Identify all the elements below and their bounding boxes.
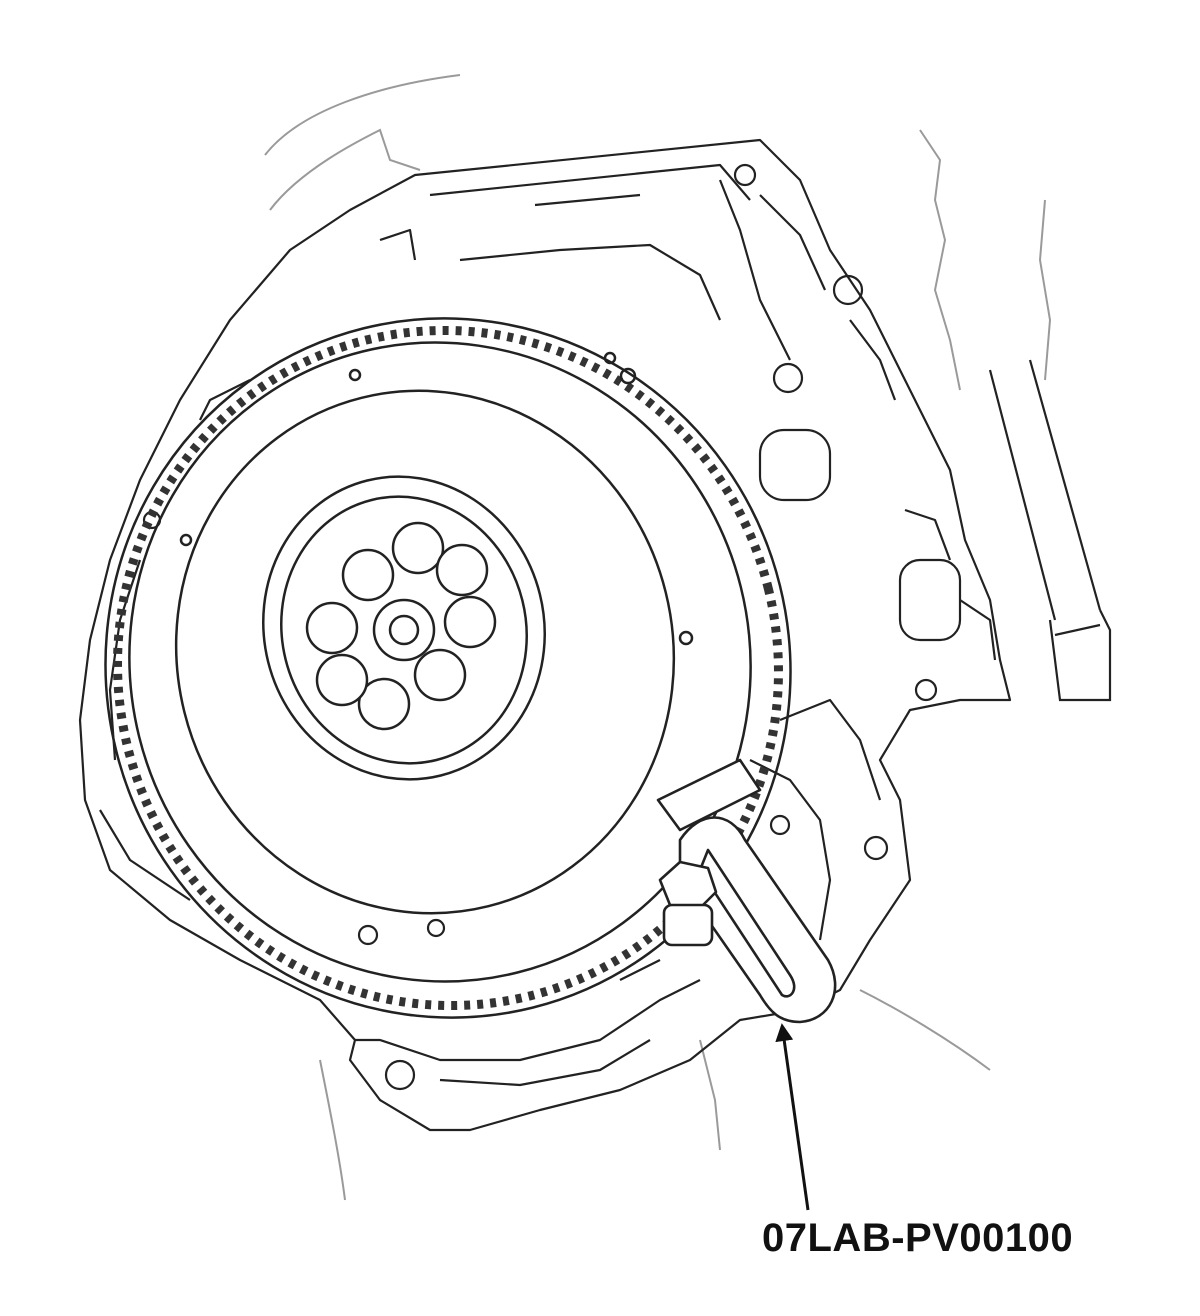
- bolt-head: [435, 543, 489, 597]
- background-engine-outline: [264, 74, 1052, 1201]
- bolt-head: [413, 648, 467, 702]
- bolt-head: [357, 677, 411, 731]
- bolt-head: [341, 548, 395, 602]
- bolt-head: [443, 595, 497, 649]
- flywheel-holder-tool: [656, 758, 837, 1024]
- engine-housing: [78, 138, 1012, 1132]
- flywheel: [104, 317, 792, 1019]
- flywheel-face: [128, 341, 752, 983]
- ring-gear-teeth: [113, 325, 783, 1011]
- flywheel-inner-step: [174, 389, 676, 915]
- part-number-label: 07LAB-PV00100: [762, 1216, 1074, 1260]
- bolt-head: [305, 601, 359, 655]
- callout-arrow: [775, 1023, 810, 1211]
- crankshaft-bolts: [305, 521, 497, 731]
- bolt-head: [391, 521, 445, 575]
- ring-gear-outer: [104, 317, 792, 1019]
- dipstick-tube: [988, 359, 1112, 702]
- flywheel-hub-inner: [280, 495, 528, 765]
- bolt-head: [315, 653, 369, 707]
- flywheel-hub-ring: [262, 475, 546, 781]
